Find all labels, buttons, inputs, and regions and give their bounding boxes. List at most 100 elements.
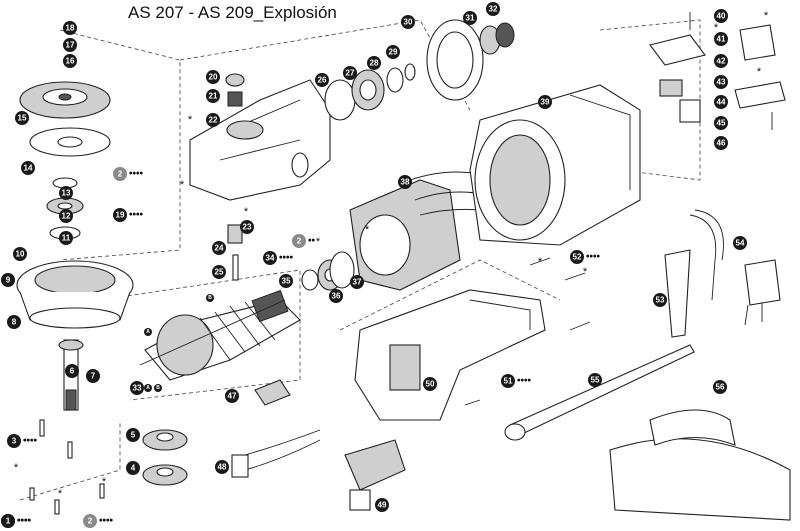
callout-marker: [240, 220, 254, 234]
asterisk-mark: *: [244, 206, 249, 218]
callout-33: 33: [130, 381, 144, 395]
callout-10: 10: [13, 247, 27, 261]
handle-housing: [354, 289, 546, 421]
callout-marker: [206, 70, 220, 84]
callout-3: 3••••: [7, 434, 38, 448]
asterisk-mark: *: [583, 266, 588, 278]
callout-marker: [7, 434, 21, 448]
callout-number: 34: [266, 254, 275, 263]
callout-marker: [63, 38, 77, 52]
callout-marker: [486, 2, 500, 16]
callout-17: 17: [63, 38, 77, 52]
callout-marker: [423, 377, 437, 391]
callout-number: 6: [70, 367, 75, 376]
callout-suffix: ••••: [23, 436, 38, 447]
callout-marker: [7, 315, 21, 329]
callout-number: 16: [66, 57, 75, 66]
callout-39: 39: [538, 95, 552, 109]
callout-number: 42: [717, 57, 726, 66]
callout-marker: [130, 381, 144, 395]
callout-marker: [86, 369, 100, 383]
callout-number: 8: [12, 318, 17, 327]
spindle-flange: [16, 260, 134, 329]
callout-number: 9: [6, 276, 11, 285]
callout-number: 17: [66, 41, 75, 50]
asterisk-mark: *: [714, 22, 719, 34]
callout-1: 1 ••••: [1, 514, 32, 528]
callout-52: 52••••: [570, 250, 601, 264]
callout-31: 31: [463, 11, 477, 25]
callout-marker: [733, 236, 747, 250]
asterisk-mark: *: [718, 54, 723, 66]
callout-marker: [63, 54, 77, 68]
callout-40: 40: [714, 9, 728, 23]
callout-number: 21: [209, 92, 218, 101]
motor-housing: [469, 84, 641, 246]
callout-marker: [398, 175, 412, 189]
callout-marker: [588, 373, 602, 387]
callout-marker: [714, 136, 728, 150]
callout-37: 37: [350, 275, 364, 289]
callout-number: 2: [88, 517, 93, 526]
callout-marker: [315, 73, 329, 87]
callout-marker: [263, 251, 277, 265]
asterisk-mark: *: [14, 462, 19, 474]
callout-marker: [126, 428, 140, 442]
armature: [139, 289, 301, 381]
tag-marker-b: [154, 384, 162, 392]
callout-marker: [83, 514, 97, 528]
tag-label: B: [208, 295, 212, 301]
bearing-stack: [29, 127, 111, 240]
callout-number: 10: [16, 250, 25, 259]
callout-7: 7: [86, 369, 100, 383]
callout-49: 49: [375, 498, 389, 512]
callout-11: 11: [59, 231, 73, 245]
gear-housing: [189, 79, 331, 201]
flanges: [142, 429, 188, 486]
callout-47: 47: [225, 389, 239, 403]
callout-number: 1: [6, 517, 11, 526]
callout-number: 25: [215, 268, 224, 277]
callout-layer: 1817161••••15141312111098673••••1••••2••…: [1, 2, 769, 528]
callout-suffix: ••: [308, 236, 316, 247]
callout-number: 11: [62, 234, 71, 243]
callout-46: 46: [714, 136, 728, 150]
callout-marker: [292, 234, 306, 248]
diagram-title: AS 207 - AS 209_Explosión: [128, 3, 337, 22]
tag-marker-a: [144, 384, 152, 392]
callout-number: 41: [717, 35, 726, 44]
callout-21: 21: [206, 89, 220, 103]
asterisk-mark: *: [102, 476, 107, 488]
bevel-gear: [19, 81, 111, 119]
callout-number: 29: [389, 48, 398, 57]
callout-45: 45: [714, 116, 728, 130]
asterisk-mark: *: [538, 256, 543, 268]
callout-marker: [401, 15, 415, 29]
callout-number: 22: [209, 116, 218, 125]
tag-marker-b: [206, 294, 214, 302]
callout-number: 51: [504, 377, 513, 386]
asterisk-mark: *: [180, 179, 185, 191]
callout-number: 15: [18, 114, 27, 123]
callout-32: 32: [486, 2, 500, 16]
callout-marker: [375, 498, 389, 512]
asterisk-mark: *: [764, 10, 769, 22]
cable-and-plug: [664, 209, 781, 338]
callout-number: 44: [717, 98, 726, 107]
callout-marker: [343, 66, 357, 80]
callout-number: 56: [716, 383, 725, 392]
callout-suffix: ••••: [517, 376, 532, 387]
callout-number: 7: [91, 372, 96, 381]
callout-number: 53: [656, 296, 665, 305]
callout-number: 20: [209, 73, 218, 82]
callout-marker: [212, 241, 226, 255]
callout-number: 14: [24, 164, 33, 173]
callout-marker: [206, 113, 220, 127]
callout-number: 54: [736, 239, 745, 248]
wheel-guard: [609, 409, 791, 521]
callout-35: 35: [279, 274, 293, 288]
tag-marker-a: [144, 328, 152, 336]
screws: [29, 419, 105, 515]
callout-16: 16: [63, 54, 77, 68]
callout-suffix: ••••: [17, 516, 32, 527]
